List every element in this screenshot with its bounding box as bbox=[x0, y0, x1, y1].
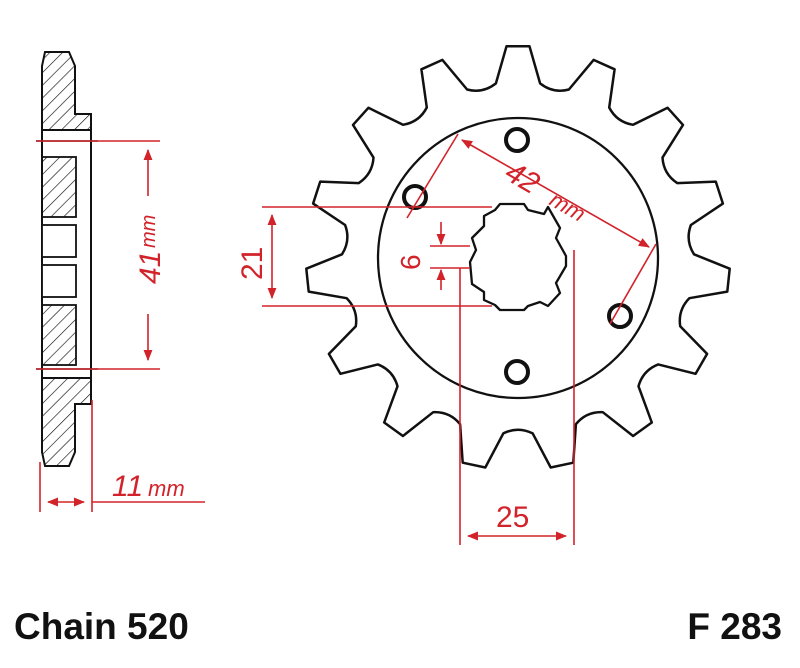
side-hub-hatch-2 bbox=[41, 304, 77, 366]
spline-key-value: 6 bbox=[395, 254, 426, 270]
bore-width-value: 25 bbox=[496, 501, 529, 534]
side-spline-slot-2 bbox=[41, 264, 77, 298]
splined-bore bbox=[468, 202, 568, 312]
hub-circle bbox=[376, 116, 660, 400]
bolt-hole-bottom bbox=[504, 359, 530, 385]
hub-width-value: 11 bbox=[112, 470, 143, 503]
bolt-circle-dimension bbox=[406, 133, 657, 325]
bolt-hole-top bbox=[504, 127, 530, 153]
side-upper-tooth bbox=[41, 51, 92, 131]
part-number-label: F 283 bbox=[687, 606, 782, 647]
spline-height-dimension bbox=[262, 206, 492, 307]
side-hub-hatch-1 bbox=[41, 156, 77, 218]
bore-width-dimension bbox=[459, 250, 575, 545]
hub-width-dimension bbox=[39, 400, 205, 512]
bolt-hole-left bbox=[402, 184, 428, 210]
bolt-hole-right bbox=[607, 303, 633, 329]
hub-diameter-value: 41 bbox=[134, 251, 167, 284]
side-view bbox=[36, 51, 98, 467]
hub-diameter-unit: mm bbox=[138, 215, 160, 248]
hub-width-unit: mm bbox=[148, 476, 185, 501]
chain-label: Chain 520 bbox=[14, 606, 189, 647]
hub-diameter-dimension bbox=[36, 140, 160, 370]
front-view bbox=[305, 45, 731, 469]
side-spline-slot-1 bbox=[41, 224, 77, 258]
spline-height-value: 21 bbox=[236, 247, 269, 280]
side-lower-tooth bbox=[41, 377, 92, 467]
